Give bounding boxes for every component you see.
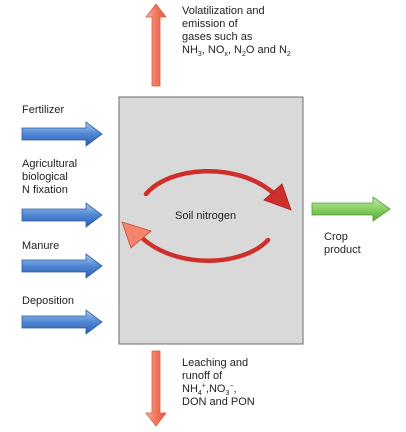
fertilizer-arrow [21,121,103,147]
volatilization-line-3: gases such as [182,31,253,43]
soil-box [118,96,304,345]
crop-line-1: Crop [324,231,348,243]
ion-formulas: NH4+,NO3−, [182,382,237,398]
fertilizer-label: Fertilizer [22,104,65,116]
manure-label: Manure [22,240,60,252]
agricultural-line-1: Agricultural [22,158,78,170]
deposition-label: Deposition [22,295,74,307]
volatilization-arrow [145,3,167,87]
cycle-arrow-lower [139,235,271,263]
crop-product-arrow [311,196,391,222]
agricultural-line-2: biological [22,171,68,183]
leaching-line-2: runoff of [182,370,223,382]
manure-arrow [21,253,103,279]
agricultural-line-3: N fixation [22,184,68,196]
leaching-label: Leaching and runoff of NH4+,NO3−, DON an… [182,357,255,409]
cycle-arrow-upper [143,168,275,197]
don-pon-line: DON and PON [182,396,255,408]
cycle-arrow-lower-head [121,221,152,249]
volatilization-line-2: emission of [182,18,238,30]
volatilization-label: Volatilization and emission of gases suc… [182,5,291,59]
deposition-arrow [21,309,103,335]
crop-line-2: product [324,244,361,256]
cycle-arrow-upper-head [263,183,292,211]
agricultural-fixation-label: Agricultural biological N fixation [22,158,77,197]
gas-formulas: NH3, NOx, N2O and N2 [182,44,291,59]
volatilization-line-1: Volatilization and [182,5,265,17]
crop-product-label: Crop product [324,231,361,257]
leaching-line-1: Leaching and [182,357,249,369]
leaching-arrow [145,350,167,427]
agricultural-fixation-arrow [21,202,103,228]
soil-nitrogen-label: Soil nitrogen [175,210,237,222]
